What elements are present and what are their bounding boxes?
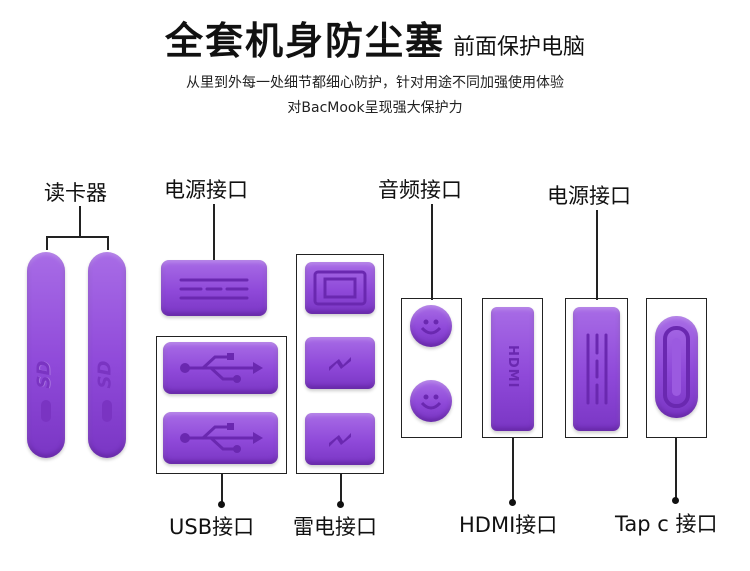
subtitle-line-1: 从里到外每一处细节都细心防护，针对用途不同加强使用体验 bbox=[186, 75, 564, 91]
label-audio-port: 音频接口 bbox=[378, 178, 462, 202]
connector-line bbox=[340, 474, 342, 504]
label-thunderbolt-port: 雷电接口 bbox=[293, 515, 377, 539]
audio-smile-icon bbox=[420, 394, 442, 410]
display-port-plug bbox=[305, 262, 375, 314]
label-power-port-left: 电源接口 bbox=[164, 178, 248, 202]
subtitle-line-2: 对BacMook呈现强大保护力 bbox=[287, 100, 463, 116]
magsafe-pins-icon bbox=[179, 278, 249, 300]
magsafe-pins-icon bbox=[586, 333, 608, 405]
connector-line bbox=[213, 204, 215, 260]
typec-port-icon bbox=[663, 326, 690, 408]
power-right-group-box bbox=[565, 298, 628, 438]
hdmi-logo: HDMI bbox=[505, 345, 520, 389]
page-title-suffix: 前面保护电脑 bbox=[453, 35, 586, 60]
sd-card-plug-2: SD bbox=[88, 252, 126, 458]
usb-plug-1 bbox=[163, 342, 278, 394]
magsafe-plug-vertical bbox=[573, 307, 620, 431]
thunderbolt-group-box bbox=[296, 254, 384, 474]
display-port-icon bbox=[313, 270, 367, 306]
connector-dot bbox=[672, 497, 679, 504]
typec-group-box bbox=[646, 298, 707, 438]
hdmi-plug: HDMI bbox=[491, 307, 534, 431]
thunderbolt-plug-2 bbox=[305, 413, 375, 465]
connector-line bbox=[46, 236, 108, 238]
audio-plug-1 bbox=[410, 305, 452, 347]
hdmi-group-box bbox=[482, 298, 543, 438]
connector-line bbox=[675, 438, 677, 500]
usb-icon bbox=[180, 353, 263, 383]
header-title: 全套机身防尘塞前面保护电脑 bbox=[0, 10, 750, 65]
label-hdmi-port: HDMI接口 bbox=[459, 513, 558, 537]
connector-line bbox=[46, 236, 48, 250]
thunderbolt-icon bbox=[329, 433, 351, 447]
connector-line bbox=[107, 236, 109, 250]
thunderbolt-plug-1 bbox=[305, 337, 375, 389]
usb-icon bbox=[180, 423, 263, 453]
connector-line bbox=[596, 210, 598, 300]
audio-group-box bbox=[401, 298, 462, 438]
audio-plug-2 bbox=[410, 380, 452, 422]
connector-line bbox=[512, 438, 514, 502]
sd-logo-mark bbox=[102, 400, 112, 422]
connector-line bbox=[221, 474, 223, 504]
usb-plug-2 bbox=[163, 412, 278, 464]
label-card-reader: 读卡器 bbox=[44, 181, 107, 205]
connector-dot bbox=[218, 501, 225, 508]
sd-logo-mark bbox=[41, 400, 51, 422]
connector-dot bbox=[337, 501, 344, 508]
sd-logo: SD bbox=[94, 360, 116, 389]
usb-group-box bbox=[156, 336, 287, 474]
thunderbolt-icon bbox=[329, 357, 351, 371]
typec-plug bbox=[655, 316, 698, 418]
connector-line bbox=[431, 204, 433, 300]
page-title: 全套机身防尘塞 bbox=[164, 19, 445, 63]
connector-line bbox=[79, 206, 81, 236]
sd-card-plug-1: SD bbox=[27, 252, 65, 458]
label-typec-port: Tap c 接口 bbox=[615, 512, 718, 536]
label-usb-port: USB接口 bbox=[169, 515, 255, 539]
label-power-port-right: 电源接口 bbox=[547, 184, 631, 208]
connector-dot bbox=[509, 499, 516, 506]
magsafe-plug bbox=[161, 260, 267, 316]
audio-smile-icon bbox=[420, 319, 442, 335]
sd-logo: SD bbox=[33, 360, 55, 389]
